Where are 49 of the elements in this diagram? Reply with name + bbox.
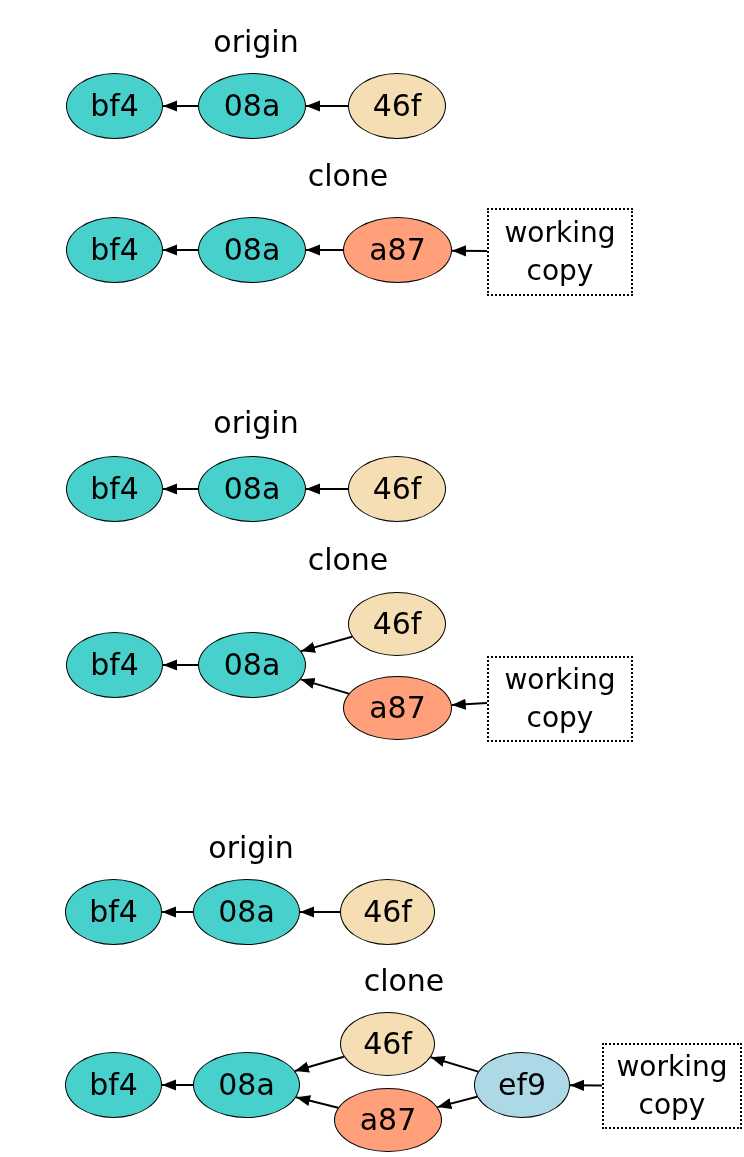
arrow: [300, 635, 354, 653]
arrow: [305, 100, 349, 112]
commit-ellipse: 46f: [340, 879, 435, 945]
arrow: [161, 1079, 194, 1091]
commit-ellipse: 08a: [198, 456, 306, 522]
section-heading: origin: [213, 408, 299, 438]
arrow: [162, 659, 199, 671]
commit-ellipse: 46f: [348, 592, 446, 656]
arrow: [295, 1095, 340, 1109]
arrow: [161, 906, 194, 918]
commit-ellipse: 08a: [193, 879, 300, 945]
commit-ellipse: 08a: [198, 217, 306, 283]
commit-ellipse: ef9: [474, 1052, 570, 1118]
commit-ellipse: bf4: [66, 456, 163, 522]
arrow: [436, 1095, 479, 1109]
commit-ellipse: a87: [343, 217, 452, 283]
arrow: [162, 100, 199, 112]
commit-ellipse: 08a: [198, 73, 306, 139]
section-heading: clone: [307, 161, 389, 191]
commit-ellipse: 46f: [340, 1012, 435, 1076]
commit-ellipse: 08a: [198, 632, 306, 698]
dotted-box: working copy: [602, 1043, 742, 1129]
arrow: [305, 483, 349, 495]
section-heading: clone: [307, 545, 389, 575]
arrow: [299, 677, 350, 695]
section-heading: clone: [363, 966, 445, 996]
arrow: [299, 906, 341, 918]
arrow: [451, 245, 488, 257]
commit-ellipse: bf4: [65, 879, 162, 945]
commit-ellipse: bf4: [66, 217, 163, 283]
dotted-box: working copy: [487, 208, 633, 296]
commit-ellipse: bf4: [66, 73, 163, 139]
commit-ellipse: a87: [343, 676, 452, 740]
arrow: [429, 1055, 480, 1073]
dotted-box: working copy: [487, 656, 633, 742]
section-heading: origin: [208, 833, 294, 863]
commit-ellipse: bf4: [65, 1052, 162, 1118]
arrow: [162, 483, 199, 495]
commit-ellipse: 08a: [193, 1052, 300, 1118]
commit-ellipse: bf4: [66, 632, 163, 698]
commit-ellipse: 46f: [348, 456, 446, 522]
arrow: [293, 1055, 345, 1073]
arrow: [305, 244, 344, 256]
commit-ellipse: a87: [334, 1088, 442, 1152]
arrow: [569, 1079, 603, 1091]
arrow: [450, 698, 488, 710]
arrow: [162, 244, 199, 256]
section-heading: origin: [213, 27, 299, 57]
commit-ellipse: 46f: [348, 73, 446, 139]
